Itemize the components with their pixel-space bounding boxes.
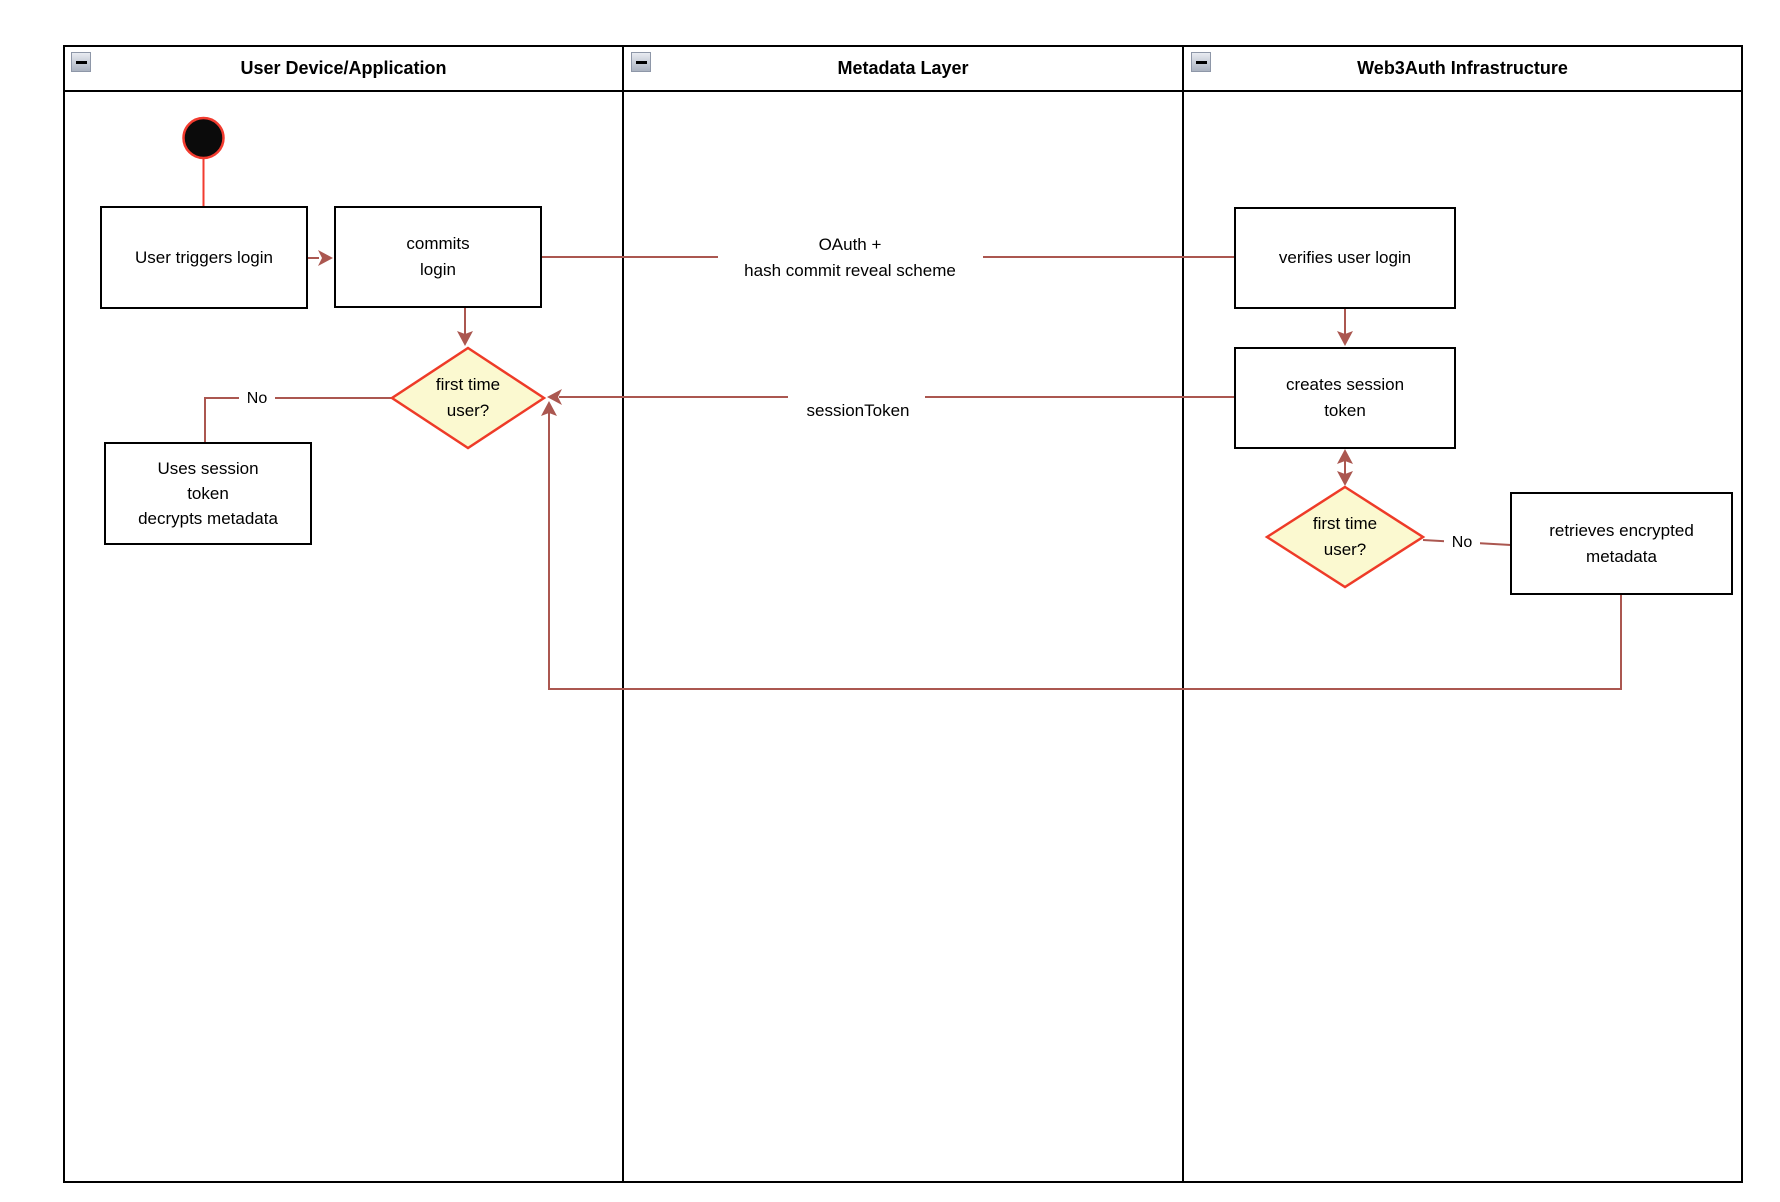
- pool-border: [63, 45, 1743, 1183]
- user-triggers-login-label: User triggers login: [135, 247, 273, 267]
- oauth-edge-label: OAuth + hash commit reveal scheme: [744, 235, 956, 280]
- arrowhead-sessiontoken: [547, 389, 562, 405]
- commits-login-label: commits login: [406, 234, 470, 279]
- arrowhead-into-commit: [318, 250, 333, 266]
- lane1-title: User Device/Application: [240, 58, 447, 78]
- minus-icon: [1195, 60, 1207, 64]
- decision-first-time-user-1[interactable]: [389, 346, 547, 450]
- minus-icon: [635, 60, 647, 64]
- node-uses-session-token[interactable]: [104, 442, 312, 545]
- retrieves-encrypted-metadata-label: retrieves encrypted metadata: [1549, 520, 1694, 566]
- decision-first-time-user-3[interactable]: [1264, 485, 1426, 589]
- arrowhead-into-create: [1337, 331, 1353, 346]
- node-verifies-user-login[interactable]: [1234, 207, 1456, 309]
- node-retrieves-encrypted-metadata[interactable]: [1510, 492, 1733, 595]
- minus-icon: [75, 60, 87, 64]
- lane2-title: Metadata Layer: [837, 58, 969, 78]
- lane1-collapse-button[interactable]: [71, 52, 91, 72]
- lane2-collapse-button[interactable]: [631, 52, 651, 72]
- node-creates-session-token[interactable]: [1234, 347, 1456, 449]
- arrowhead-down-into-decision3: [1337, 471, 1353, 486]
- uses-session-token-label: Uses session token decrypts metadata: [138, 459, 278, 528]
- start-node[interactable]: [182, 116, 225, 160]
- edge-retrieve-loop-back[interactable]: [548, 409, 1622, 690]
- no-edge-label-1: No: [239, 389, 275, 409]
- node-commits-login[interactable]: [334, 206, 542, 308]
- lane3-collapse-button[interactable]: [1191, 52, 1211, 72]
- edge-no-to-uses-session[interactable]: [204, 397, 392, 442]
- lane3-title: Web3Auth Infrastructure: [1357, 58, 1568, 78]
- no-edge-label-3: No: [1444, 533, 1480, 553]
- first-time-user-1-label: first time user?: [435, 375, 501, 420]
- verifies-user-login-label: verifies user login: [1278, 248, 1412, 267]
- arrowhead-loop-into-decision1: [541, 401, 557, 416]
- sessiontoken-edge-label: sessionToken: [806, 401, 910, 420]
- node-user-triggers-login[interactable]: [100, 206, 308, 309]
- arrowhead-into-decision1: [457, 331, 473, 346]
- creates-session-token-label: creates session token: [1285, 375, 1405, 420]
- arrowhead-up-into-create: [1337, 449, 1353, 464]
- first-time-user-3-label: first time user?: [1312, 514, 1378, 559]
